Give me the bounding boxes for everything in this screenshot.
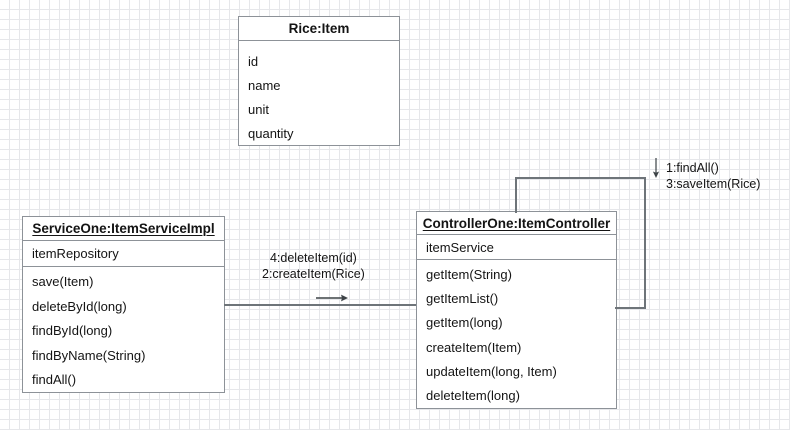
- operation-row: findById(long): [32, 323, 113, 339]
- operation-row: createItem(Item): [426, 339, 522, 355]
- message-label-controller-self: 1:findAll() 3:saveItem(Rice): [666, 160, 760, 192]
- attributes-compartment-service-one: itemRepository: [23, 241, 224, 267]
- attributes-compartment-controller-one: itemService: [417, 235, 616, 261]
- attribute-row: id: [248, 53, 259, 69]
- class-title-rice-item: Rice:Item: [239, 17, 399, 41]
- operation-row: getItem(String): [426, 266, 512, 282]
- attributes-compartment-rice-item: id name unit quantity: [239, 41, 399, 145]
- attribute-row: quantity: [248, 125, 294, 141]
- class-box-service-one[interactable]: ServiceOne:ItemServiceImpl itemRepositor…: [22, 216, 225, 393]
- attribute-row: itemService: [426, 239, 494, 255]
- message-line-1: 4:deleteItem(id): [269, 251, 357, 265]
- operation-row: getItemList(): [426, 291, 499, 307]
- class-title-service-one: ServiceOne:ItemServiceImpl: [23, 217, 224, 241]
- class-box-rice-item[interactable]: Rice:Item id name unit quantity: [238, 16, 400, 146]
- class-title-controller-one: ControllerOne:ItemController: [417, 212, 616, 236]
- operations-compartment-controller-one: getItem(String) getItemList() getItem(lo…: [417, 260, 616, 408]
- attribute-row: itemRepository: [32, 245, 119, 261]
- arrow-down-icon: [652, 158, 660, 178]
- operation-row: deleteItem(long): [426, 388, 520, 404]
- message-label-service-to-controller: 4:deleteItem(id) 2:createItem(Rice): [262, 250, 365, 282]
- message-line-2: 2:createItem(Rice): [262, 267, 365, 281]
- message-line-1: 1:findAll(): [666, 161, 719, 175]
- attribute-row: unit: [248, 101, 269, 117]
- arrow-right-icon: [316, 294, 348, 302]
- class-box-controller-one[interactable]: ControllerOne:ItemController itemService…: [416, 211, 617, 409]
- self-loop-segment-left[interactable]: [515, 177, 517, 213]
- class-title-text: ServiceOne:ItemServiceImpl: [32, 221, 215, 236]
- operations-compartment-service-one: save(Item) deleteById(long) findById(lon…: [23, 267, 224, 393]
- operation-row: findAll(): [32, 372, 77, 388]
- self-loop-segment-right[interactable]: [644, 177, 646, 309]
- class-title-text: Rice:Item: [288, 21, 350, 36]
- class-title-text: ControllerOne:ItemController: [422, 215, 611, 231]
- operation-row: save(Item): [32, 274, 94, 290]
- operation-row: findByName(String): [32, 347, 146, 363]
- self-loop-segment-top[interactable]: [515, 177, 646, 179]
- attribute-row: name: [248, 77, 281, 93]
- operation-row: getItem(long): [426, 315, 503, 331]
- message-line-2: 3:saveItem(Rice): [666, 177, 761, 191]
- operation-row: updateItem(long, Item): [426, 364, 557, 380]
- association-line-service-controller[interactable]: [224, 304, 416, 306]
- operation-row: deleteById(long): [32, 298, 127, 314]
- self-loop-segment-bottom[interactable]: [615, 307, 646, 309]
